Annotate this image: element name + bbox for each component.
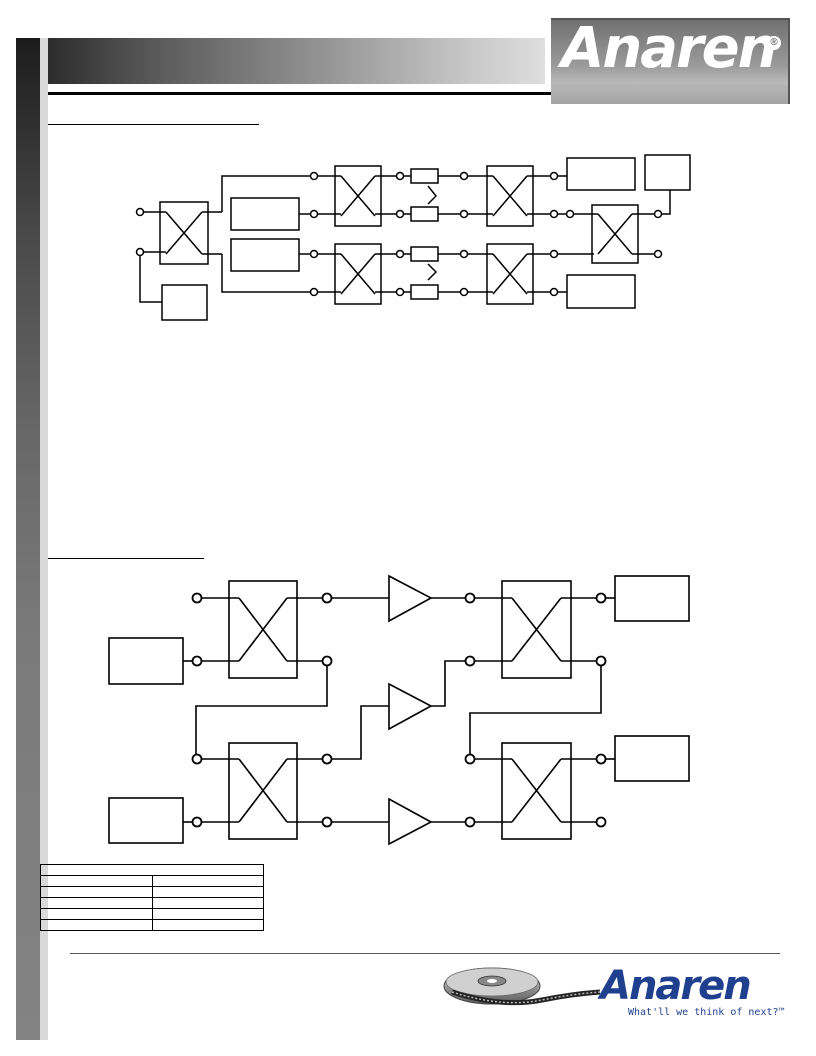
table-header-cell xyxy=(40,864,264,876)
table-cell xyxy=(151,919,264,931)
load-box-lower xyxy=(230,238,300,272)
side-bar xyxy=(16,38,40,1040)
hybrid-coupler-a xyxy=(228,580,298,679)
table-cell xyxy=(151,908,264,920)
hybrid-coupler-d xyxy=(501,742,572,840)
header-band xyxy=(48,38,545,84)
section-heading-rule-1 xyxy=(48,124,259,125)
footer-logo: Anaren xyxy=(600,963,752,1009)
footer-rule xyxy=(70,953,780,954)
hybrid-coupler-2a xyxy=(334,165,382,227)
side-strip xyxy=(40,38,48,1040)
hybrid-coupler-2b xyxy=(334,243,382,305)
table-row xyxy=(40,919,264,931)
section-heading-rule-2 xyxy=(48,558,204,559)
spec-table xyxy=(40,864,264,931)
hybrid-coupler-3b xyxy=(486,243,534,305)
hybrid-coupler-b xyxy=(228,742,298,840)
table-cell xyxy=(151,897,264,909)
table-cell xyxy=(40,897,153,909)
table-cell xyxy=(151,886,264,898)
table-cell xyxy=(40,875,153,887)
table-row xyxy=(40,897,264,909)
hybrid-coupler-output xyxy=(591,204,639,264)
output-load-box-1 xyxy=(614,575,690,622)
table-row xyxy=(40,908,264,920)
hybrid-coupler-3a xyxy=(486,165,534,227)
registered-mark-icon: ® xyxy=(767,36,781,50)
table-cell xyxy=(40,919,153,931)
hybrid-coupler-input xyxy=(159,201,209,265)
header-rule xyxy=(48,92,790,95)
table-row xyxy=(40,875,264,887)
termination-box-output xyxy=(644,154,691,191)
table-row xyxy=(40,864,264,876)
load-box-out-upper xyxy=(566,157,636,191)
hybrid-coupler-c xyxy=(501,580,572,679)
amplifier-2 xyxy=(388,682,433,731)
table-row xyxy=(40,886,264,898)
table-cell xyxy=(151,875,264,887)
output-load-box-2 xyxy=(614,735,690,782)
input-load-box-1 xyxy=(108,637,184,685)
tape-reel-icon xyxy=(443,967,601,1006)
amplifier-3 xyxy=(388,797,433,846)
header-logo-box xyxy=(551,18,790,104)
header-logo: Anaren xyxy=(561,16,777,81)
table-cell xyxy=(40,886,153,898)
amplifier-1 xyxy=(388,574,433,623)
input-load-box-2 xyxy=(108,797,184,844)
table-cell xyxy=(40,908,153,920)
footer-tagline: What'll we think of next?™ xyxy=(628,1007,785,1018)
